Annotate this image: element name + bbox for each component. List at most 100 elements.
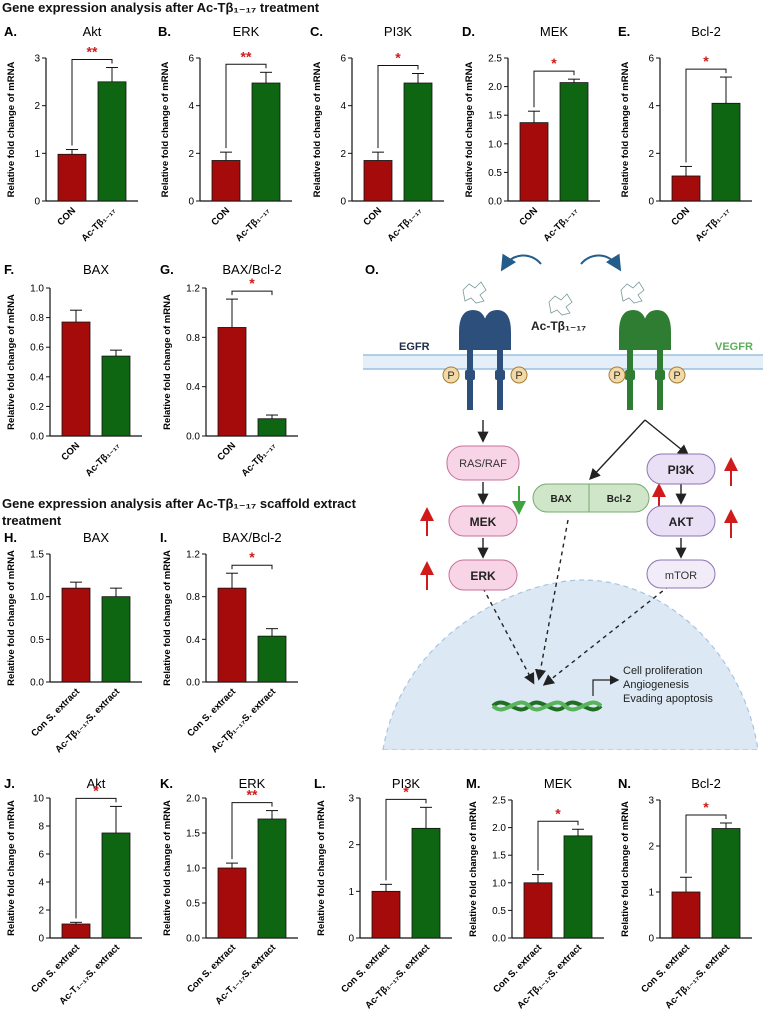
cell-membrane xyxy=(363,355,763,369)
svg-text:RAS/RAF: RAS/RAF xyxy=(459,458,507,470)
significance-label: * xyxy=(555,805,561,821)
y-tick-label: 0 xyxy=(38,934,44,945)
outcome-1: Cell proliferation xyxy=(623,665,702,677)
significance-label: * xyxy=(403,783,409,799)
y-tick-label: 10 xyxy=(33,794,45,805)
significance-bracket xyxy=(533,70,575,108)
bar-control xyxy=(61,587,91,683)
y-axis-label: Relative fold change of mRNA xyxy=(160,62,171,198)
node-mtor: mTOR xyxy=(646,559,716,589)
bar-control xyxy=(371,890,401,939)
x-category-label: Ac-Tβ₁₋₁₇ xyxy=(542,205,581,244)
panel-letter: D. xyxy=(462,24,475,39)
x-category-label: CON xyxy=(669,205,692,228)
bar-treatment xyxy=(97,81,127,202)
y-tick-label: 0.4 xyxy=(186,382,200,393)
y-tick-label: 0.5 xyxy=(492,906,506,917)
y-axis-label: Relative fold change of mRNA xyxy=(162,550,173,686)
significance-bracket xyxy=(231,564,273,570)
y-tick-label: 1 xyxy=(648,888,654,899)
error-bar xyxy=(70,581,82,589)
error-bar xyxy=(720,822,732,829)
significance-label: * xyxy=(93,782,99,798)
y-tick-label: 2.0 xyxy=(488,82,502,93)
section-title-2-line2: treatment xyxy=(2,513,62,528)
bar-treatment xyxy=(101,355,131,437)
y-tick-label: 0 xyxy=(340,197,346,208)
error-bar xyxy=(106,67,118,82)
bar-control xyxy=(57,153,87,202)
panel-letter: B. xyxy=(158,24,171,39)
error-bar xyxy=(380,883,392,892)
y-axis-label: Relative fold change of mRNA xyxy=(6,294,17,430)
svg-text:mTOR: mTOR xyxy=(665,570,697,582)
error-bar xyxy=(720,76,732,104)
y-tick-label: 0.8 xyxy=(30,313,44,324)
bar-treatment xyxy=(101,832,131,939)
significance-bracket xyxy=(231,290,273,296)
significance-bracket xyxy=(71,59,113,146)
error-bar xyxy=(110,805,122,833)
error-bar xyxy=(226,298,238,328)
error-bar xyxy=(66,149,78,155)
y-tick-label: 1.2 xyxy=(186,550,200,561)
section-title-2-line1: Gene expression analysis after Ac-Tβ₁₋₁₇… xyxy=(2,496,356,511)
y-tick-label: 2.0 xyxy=(492,823,506,834)
chart-title: BAX/Bcl-2 xyxy=(222,262,281,277)
x-category-label: CON xyxy=(209,205,232,228)
node-ras-raf: RAS/RAF xyxy=(446,445,520,481)
node-erk: ERK xyxy=(448,559,518,591)
y-tick-label: 0.0 xyxy=(30,678,44,689)
significance-label: * xyxy=(551,55,557,71)
significance-label: ** xyxy=(247,787,258,803)
y-tick-label: 2 xyxy=(648,149,654,160)
y-tick-label: 1.5 xyxy=(30,550,44,561)
svg-text:ERK: ERK xyxy=(470,569,496,583)
y-tick-label: 0.5 xyxy=(30,635,44,646)
panel-letter: A. xyxy=(4,24,17,39)
error-bar xyxy=(528,110,540,123)
svg-text:BAX: BAX xyxy=(550,494,571,505)
phospho-label: P xyxy=(447,370,454,382)
significance-label: * xyxy=(395,49,401,65)
phospho-label: P xyxy=(515,370,522,382)
y-tick-label: 0.8 xyxy=(186,333,200,344)
bar-control xyxy=(211,160,241,202)
significance-bracket xyxy=(231,802,273,860)
y-tick-label: 4 xyxy=(340,101,346,112)
panel-letter: K. xyxy=(160,776,173,791)
error-bar xyxy=(226,572,238,589)
y-tick-label: 3 xyxy=(648,796,654,807)
y-tick-label: 2 xyxy=(340,149,346,160)
y-axis-label: Relative fold change of mRNA xyxy=(464,62,475,198)
chart-title: Akt xyxy=(87,776,106,791)
y-tick-label: 1 xyxy=(348,887,354,898)
bar-control xyxy=(61,923,91,939)
y-tick-label: 1.0 xyxy=(492,878,506,889)
panel-letter: H. xyxy=(4,530,17,545)
significance-bracket xyxy=(685,814,727,874)
x-category-label: CON xyxy=(215,440,238,463)
bar-control xyxy=(217,327,247,437)
y-axis-label: Relative fold change of mRNA xyxy=(316,800,327,936)
vegfr-receptor-icon xyxy=(619,310,671,410)
significance-label: * xyxy=(249,549,255,565)
significance-label: * xyxy=(703,53,709,69)
y-axis-label: Relative fold change of mRNA xyxy=(468,801,479,937)
error-bar xyxy=(568,78,580,83)
panel-letter: C. xyxy=(310,24,323,39)
node-mek: MEK xyxy=(448,505,518,537)
y-tick-label: 0.0 xyxy=(186,678,200,689)
y-tick-label: 4 xyxy=(38,878,44,889)
